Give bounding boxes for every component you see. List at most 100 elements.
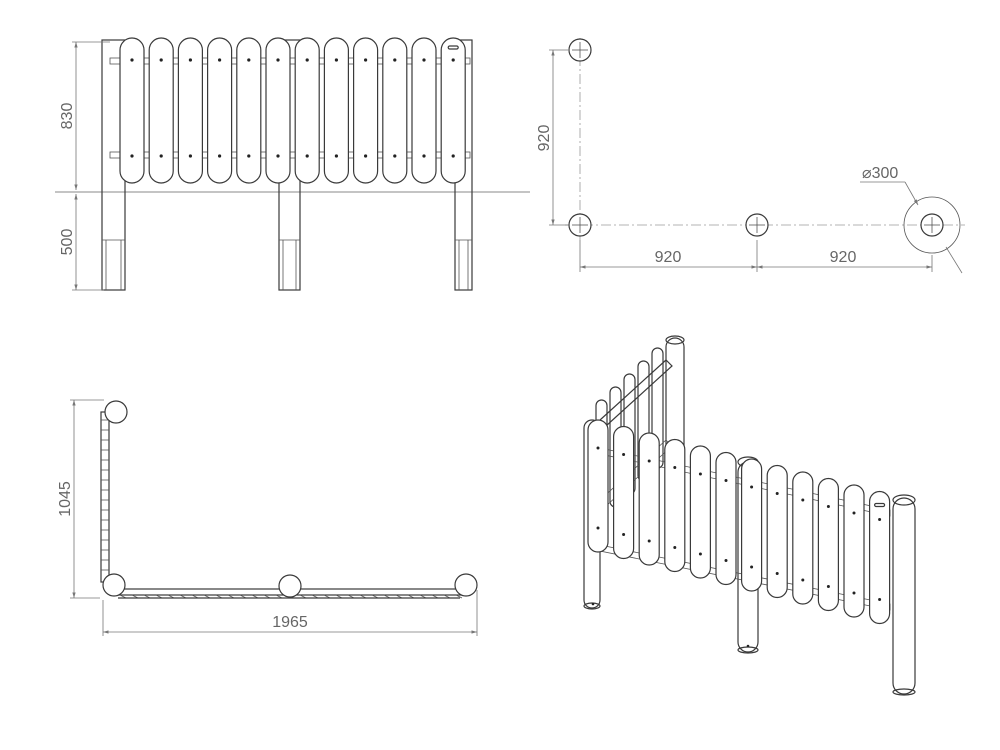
iso-front-plank — [664, 438, 686, 573]
plank-bolt — [647, 459, 651, 463]
plank-bolt — [852, 591, 856, 595]
plank-bolt — [801, 578, 805, 582]
plank-bolt — [247, 154, 251, 158]
top-view-side-rail — [100, 411, 110, 583]
plank-bolt — [393, 154, 397, 158]
elevation-plank — [236, 37, 262, 184]
plank-bolt — [775, 492, 779, 495]
plank-bolt — [218, 154, 222, 158]
dimension-1045: 1045 — [57, 399, 104, 599]
top-view: 1045 1965 — [57, 399, 478, 636]
iso-post — [892, 497, 916, 695]
plank-bolt — [750, 565, 754, 569]
plank-bolt — [218, 58, 222, 62]
elevation-plank — [323, 37, 349, 184]
dimension-500-label: 500 — [59, 229, 76, 256]
plank-bolt — [159, 154, 163, 158]
plank-bolt — [334, 154, 338, 158]
isometric-view — [583, 335, 916, 696]
plank-bolt — [159, 58, 163, 62]
dimension-diameter-300: ⌀300 — [860, 165, 963, 274]
iso-front-plank — [766, 464, 788, 599]
plank-bolt — [801, 498, 805, 502]
iso-front-plank — [792, 471, 814, 605]
plan-post-end — [903, 196, 961, 254]
iso-front-plank — [689, 445, 712, 579]
elevation-plank — [207, 37, 233, 184]
plank-bolt — [698, 552, 702, 556]
iso-front-plank — [843, 484, 865, 618]
front-elevation-view: 830 500 — [55, 37, 530, 291]
dimension-diameter-300-label: ⌀300 — [862, 165, 898, 182]
plan-post-middle — [745, 213, 769, 237]
plank-bolt — [775, 572, 779, 575]
iso-front-plank — [868, 490, 891, 625]
dimension-830-label: 830 — [59, 103, 76, 130]
top-view-post-middle — [278, 574, 302, 598]
elevation-planks — [119, 37, 466, 184]
iso-front-plank — [740, 458, 763, 592]
dimension-1045-label: 1045 — [57, 481, 74, 517]
plank-bolt — [276, 154, 280, 158]
dimension-500: 500 — [59, 194, 104, 291]
plank-bolt — [596, 446, 600, 450]
elevation-plank — [353, 37, 379, 184]
plank-bolt — [647, 539, 651, 543]
top-view-post-corner — [102, 573, 126, 597]
elevation-plank — [294, 37, 320, 184]
plank-bolt — [750, 485, 754, 489]
dimension-830: 830 — [59, 41, 110, 190]
plank-bolt — [276, 58, 280, 62]
plank-bolt — [393, 58, 397, 62]
dimension-920-span-1: 920 — [579, 240, 758, 272]
plank-bolt — [451, 154, 455, 158]
dimension-920-vertical: 920 — [536, 49, 568, 226]
plank-bolt — [305, 154, 309, 158]
plank-bolt — [724, 479, 728, 482]
dimension-920-span-1-label: 920 — [655, 249, 682, 266]
elevation-plank — [440, 37, 466, 184]
plan-post-top — [568, 38, 592, 62]
elevation-plank — [411, 37, 437, 184]
plank-bolt — [364, 154, 368, 158]
elevation-plank — [265, 37, 291, 184]
iso-front-plank — [587, 419, 609, 553]
plank-bolt — [451, 58, 455, 62]
top-view-post-back — [104, 400, 128, 424]
plank-bolt — [878, 518, 882, 521]
elevation-plank — [119, 37, 145, 184]
plan-post-corner — [568, 213, 592, 237]
elevation-plank — [148, 37, 174, 184]
dimension-920-span-2-label: 920 — [830, 249, 857, 266]
plank-bolt — [673, 466, 677, 469]
plank-bolt — [247, 58, 251, 62]
plank-bolt — [878, 598, 882, 601]
dimension-920-span-2: 920 — [757, 249, 933, 272]
elevation-plank — [382, 37, 408, 184]
plank-bolt — [852, 511, 856, 515]
plank-bolt — [826, 505, 830, 508]
plank-bolt — [188, 58, 192, 62]
plank-bolt — [130, 154, 134, 158]
elevation-plank — [177, 37, 203, 184]
plank-bolt — [622, 453, 626, 456]
plank-bolt — [364, 58, 368, 62]
dimension-920-vertical-label: 920 — [536, 125, 553, 152]
plank-bolt — [305, 58, 309, 62]
top-view-post-end — [454, 573, 478, 597]
iso-front-plank — [715, 451, 737, 586]
plank-bolt — [724, 559, 728, 562]
plank-bolt — [422, 58, 426, 62]
plank-bolt — [826, 585, 830, 588]
iso-front-plank — [817, 477, 840, 612]
plan-view: 920 920 920 ⌀300 — [536, 38, 965, 274]
plank-bolt — [622, 533, 626, 536]
plank-bolt — [422, 154, 426, 158]
plank-bolt — [130, 58, 134, 62]
plank-bolt — [596, 526, 600, 530]
plank-bolt — [334, 58, 338, 62]
isometric-front-fence — [587, 419, 916, 696]
plank-bolt — [188, 154, 192, 158]
dimension-1965: 1965 — [102, 590, 478, 636]
